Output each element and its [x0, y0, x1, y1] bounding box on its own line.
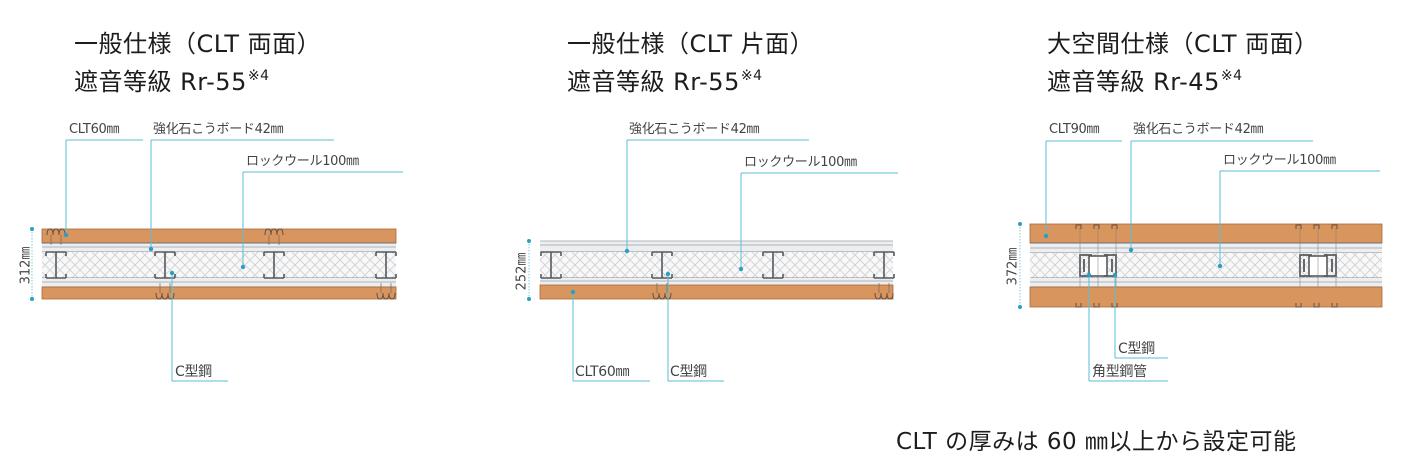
panel-2-label-c-steel: C型鋼: [670, 364, 707, 380]
panel-3-clt-top: [1029, 223, 1383, 244]
panel-1-label-plaster: 強化石こうボード42㎜: [153, 122, 284, 137]
panel-1-plaster-bottom: [42, 278, 396, 287]
panel-3-stud-assembly-1: [1075, 224, 1118, 308]
panel-3-rockwool: [1030, 253, 1382, 278]
panel-3-section: [1018, 140, 1383, 382]
panel-2-section: [527, 139, 898, 382]
panel-1-plaster-top: [42, 243, 396, 252]
panel-3-title-line2: 遮音等級 Rr-45※4: [1047, 68, 1243, 96]
panel-1-clt-top: [41, 228, 397, 244]
panel-3-clt-bottom: [1029, 286, 1383, 308]
panel-3-stud-assembly-2: [1295, 224, 1338, 308]
panel-1-title: 一般仕様（CLT 両面） 遮音等級 Rr-55※4: [74, 28, 321, 98]
panel-1-label-c-steel: C型鋼: [175, 364, 212, 380]
panel-3-title-line1: 大空間仕様（CLT 両面）: [1047, 30, 1319, 58]
panel-2-title-line2: 遮音等級 Rr-55※4: [567, 68, 763, 96]
panel-3-total-thickness: 372㎜: [1005, 247, 1021, 286]
panel-1-total-thickness: 312㎜: [18, 246, 34, 285]
panel-2-label-clt: CLT60㎜: [575, 364, 630, 380]
panel-2-plaster-top: [540, 241, 893, 252]
panel-3-label-c-steel: C型鋼: [1118, 341, 1155, 357]
clt-thickness-note: CLT の厚みは 60 ㎜以上から設定可能: [896, 429, 1297, 455]
panel-3-title: 大空間仕様（CLT 両面） 遮音等級 Rr-45※4: [1047, 28, 1319, 98]
panel-1-title-line2: 遮音等級 Rr-55※4: [74, 68, 270, 96]
panel-1-label-clt: CLT60㎜: [69, 122, 120, 137]
panel-3-label-square-tube: 角型鋼管: [1092, 364, 1147, 380]
panel-1-title-line1: 一般仕様（CLT 両面）: [74, 30, 322, 58]
panel-3-label-rockwool: ロックウール100㎜: [1223, 153, 1336, 168]
panel-3-label-plaster: 強化石こうボード42㎜: [1133, 122, 1264, 137]
panel-1-label-rockwool: ロックウール100㎜: [246, 154, 359, 169]
panel-1-section: [30, 139, 403, 382]
panel-1-rockwool: [42, 252, 396, 278]
panel-3-label-clt: CLT90㎜: [1049, 122, 1100, 137]
panel-2-total-thickness: 252㎜: [514, 252, 530, 291]
panel-2-title: 一般仕様（CLT 片面） 遮音等級 Rr-55※4: [567, 28, 814, 98]
panel-3-plaster-bottom: [1030, 278, 1382, 287]
panel-2-clt: [539, 284, 894, 300]
panel-1-clt-bottom: [41, 286, 397, 300]
panel-2-title-line1: 一般仕様（CLT 片面）: [567, 30, 815, 58]
panel-2-plaster-bottom: [540, 278, 893, 285]
panel-2-rockwool: [540, 252, 893, 278]
panel-2-label-plaster: 強化石こうボード42㎜: [629, 122, 760, 137]
panel-2-label-rockwool: ロックウール100㎜: [744, 155, 857, 170]
